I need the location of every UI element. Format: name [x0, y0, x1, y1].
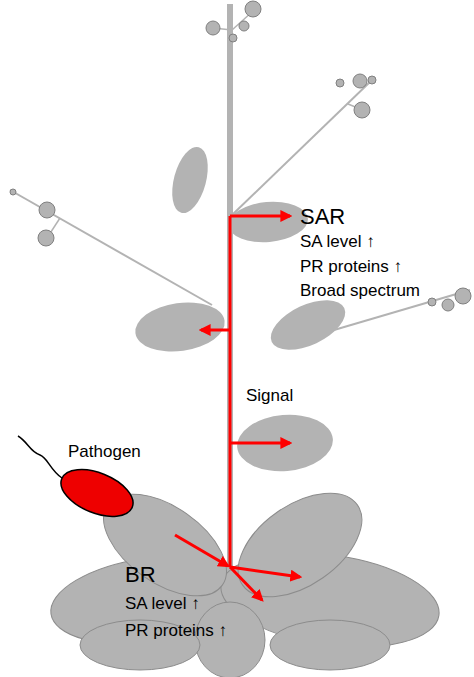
effect-text: SA level ↑	[125, 595, 200, 614]
effect-text: Broad spectrum	[300, 282, 420, 301]
signal-label: Signal	[246, 387, 293, 406]
effect-text: PR proteins ↑	[125, 622, 227, 641]
region-title: BR	[125, 563, 156, 587]
region-title: SAR	[300, 205, 345, 229]
effect-text: PR proteins ↑	[300, 258, 402, 277]
pathogen-label: Pathogen	[68, 443, 141, 462]
effect-text: SA level ↑	[300, 233, 375, 252]
